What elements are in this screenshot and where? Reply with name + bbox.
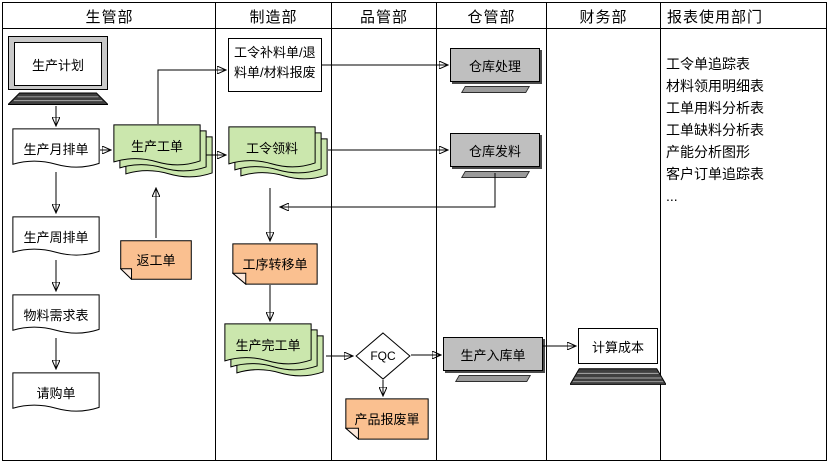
machine-production-receipt: 生产入库单 (443, 337, 543, 382)
production-work-order-label: 生产工单 (130, 138, 183, 154)
report-item: 材料领用明细表 (666, 78, 764, 94)
warehouse-processing-label: 仓库处理 (468, 58, 521, 74)
stacked-doc-front: 生产完工单 (224, 323, 312, 371)
folded-note-shape (232, 243, 318, 285)
cost-calculation-label: 计算成本 (591, 339, 644, 355)
diamond-shape (355, 332, 411, 380)
lane-divider (546, 3, 547, 460)
machine-warehouse-issuing: 仓库发料 (450, 133, 540, 178)
document-shape (113, 124, 201, 172)
computer-production-plan: 生产计划 (8, 36, 108, 105)
machine-warehouse-processing: 仓库处理 (450, 48, 540, 93)
machine-base (454, 375, 532, 382)
production-receipt-label: 生产入库单 (460, 347, 526, 363)
lane-header-quality: 品管部 (359, 8, 408, 26)
report-item: 工令单追踪表 (666, 56, 750, 72)
note-process-transfer: 工序转移单 (232, 243, 318, 285)
lane-divider (215, 3, 216, 460)
report-item: 客户订单追踪表 (666, 166, 764, 182)
document-shape (224, 323, 312, 371)
report-item: 工单缺料分析表 (666, 122, 764, 138)
machine-body: 生产入库单 (443, 337, 543, 371)
document-shape (12, 372, 100, 418)
stacked-doc-front: 生产工单 (113, 124, 201, 172)
report-item: ... (666, 188, 678, 204)
lane-divider (331, 3, 332, 460)
decision-fqc: FQC (355, 332, 411, 380)
purchase-requisition-label: 请购单 (36, 385, 76, 401)
box-supplement-return-scrap: 工令补料单/退料单/材料报废 (228, 38, 322, 92)
report-item: 工单用料分析表 (666, 100, 764, 116)
doc-purchase-requisition: 请购单 (12, 372, 100, 418)
stack-production-completion: 生产完工单 (224, 323, 326, 385)
lane-header-report-users: 报表使用部门 (667, 8, 764, 26)
keyboard-icon (8, 92, 108, 105)
production-plan-label: 生产计划 (31, 57, 84, 73)
lane-header-production-control: 生管部 (85, 8, 134, 26)
lane-divider (660, 3, 661, 460)
machine-base (460, 171, 530, 178)
lane-header-warehouse: 仓管部 (467, 8, 516, 26)
lane-header-finance: 财务部 (579, 8, 628, 26)
rework-order-label: 返工单 (136, 252, 176, 268)
warehouse-issuing-label: 仓库发料 (468, 143, 521, 159)
doc-weekly-schedule: 生产周排单 (12, 216, 100, 262)
screen: 生产计划 (14, 42, 102, 86)
product-scrap-label: 产品报废單 (354, 411, 420, 427)
monitor-icon: 生产计划 (8, 36, 108, 90)
lane-divider (436, 3, 437, 460)
note-product-scrap: 产品报废單 (345, 398, 429, 440)
computer-cost-calculation: 计算成本 (570, 328, 666, 386)
production-completion-label: 生产完工单 (235, 337, 301, 353)
folded-note-shape (345, 398, 429, 440)
machine-body: 仓库处理 (450, 48, 540, 82)
stack-work-order-picking: 工令领料 (228, 126, 330, 188)
machine-body: 仓库发料 (450, 133, 540, 167)
material-requirements-label: 物料需求表 (23, 307, 89, 323)
doc-monthly-schedule: 生产月排单 (12, 128, 100, 174)
lane-header-manufacturing: 制造部 (249, 8, 298, 26)
supplement-return-scrap-label: 工令补料单/退料单/材料报废 (234, 45, 316, 80)
keyboard-icon (570, 368, 666, 385)
report-item: 产能分析图形 (666, 144, 750, 160)
process-transfer-label: 工序转移单 (242, 256, 308, 272)
machine-base (460, 86, 530, 93)
stacked-doc-front: 工令领料 (228, 126, 316, 174)
document-shape (12, 128, 100, 174)
document-shape (12, 216, 100, 262)
monthly-schedule-label: 生产月排单 (23, 141, 89, 157)
note-rework-order: 返工单 (120, 240, 192, 280)
work-order-picking-label: 工令领料 (245, 140, 298, 156)
weekly-schedule-label: 生产周排单 (23, 229, 89, 245)
header-divider (3, 28, 826, 29)
stack-production-work-order: 生产工单 (113, 124, 215, 186)
document-shape (12, 294, 100, 340)
document-shape (228, 126, 316, 174)
folded-note-shape (120, 240, 192, 280)
cost-box: 计算成本 (578, 328, 658, 364)
doc-material-requirements: 物料需求表 (12, 294, 100, 340)
fqc-label: FQC (370, 349, 396, 363)
report-list: 工令单追踪表 材料领用明细表 工单用料分析表 工单缺料分析表 产能分析图形 客户… (666, 53, 764, 207)
